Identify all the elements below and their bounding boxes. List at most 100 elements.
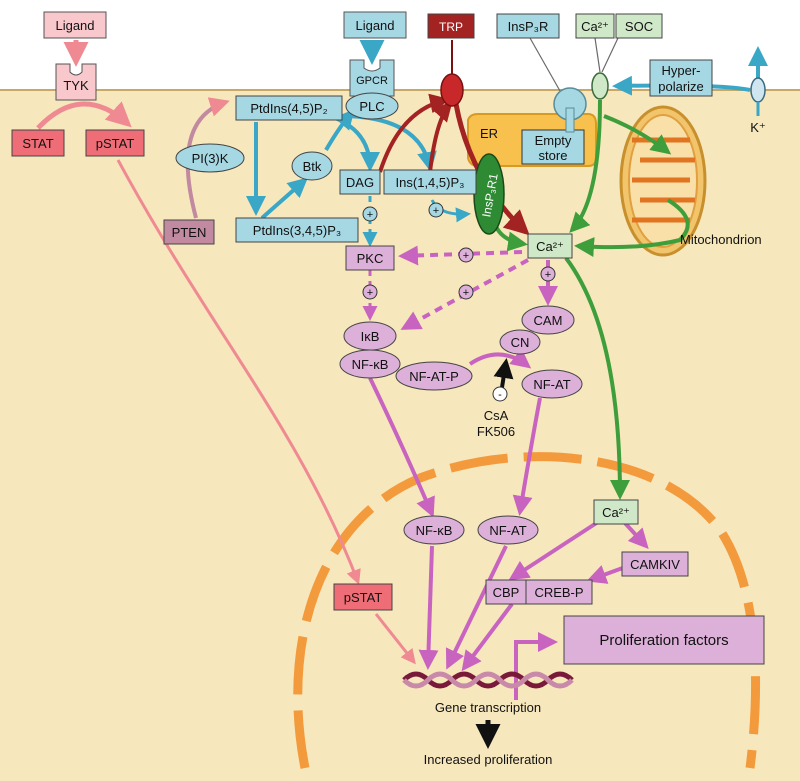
k-ion-label: K⁺ xyxy=(750,120,766,135)
pten-label: PTEN xyxy=(172,225,207,240)
pstat-nuc-node xyxy=(333,583,393,611)
pi3k-label: PI(3)K xyxy=(192,151,229,166)
creb-node xyxy=(525,579,593,605)
pi45p2-label: PtdIns(4,5)P₂ xyxy=(250,101,327,116)
stat-label: STAT xyxy=(22,136,53,151)
pi345p3-label: PtdIns(3,4,5)P₃ xyxy=(253,223,341,238)
camkiv-label: CAMKIV xyxy=(630,557,680,572)
arrow-ca-camkiv xyxy=(622,520,649,549)
pi345p3-node xyxy=(235,217,359,243)
insp3r-node xyxy=(496,13,560,39)
hyperpolarize-line2: polarize xyxy=(658,79,704,94)
pstat-label: pSTAT xyxy=(96,136,135,151)
nfatp-label: NF-AT-P xyxy=(409,369,459,384)
ca-nuc-label: Ca²⁺ xyxy=(602,505,630,520)
ligand-left-node xyxy=(43,11,107,39)
pstat-nuc-label: pSTAT xyxy=(344,590,383,605)
ca-cytosol-label: Ca²⁺ xyxy=(536,239,564,254)
gene-transcription-label: Gene transcription xyxy=(435,700,541,715)
er-label: ER xyxy=(480,126,498,141)
empty-store-line1: Empty xyxy=(535,133,572,148)
pstat-node xyxy=(85,129,145,157)
ikb-label: IκB xyxy=(361,329,380,344)
plc-label: PLC xyxy=(359,99,384,114)
gpcr-receptor xyxy=(349,59,395,97)
trp-label: TRP xyxy=(439,20,463,34)
plc-node xyxy=(345,92,399,120)
nfat-cyto-label: NF-AT xyxy=(533,377,570,392)
pi3k-node xyxy=(175,143,245,173)
insp3r-label: InsP₃R xyxy=(508,19,549,34)
arrow-ip3-insp3r1 xyxy=(430,199,471,223)
pkc-node xyxy=(345,245,395,271)
nfat-nuc-label: NF-AT xyxy=(489,523,526,538)
svg-text:+: + xyxy=(545,269,551,281)
soc-node xyxy=(615,13,663,39)
proliferation-factors-node xyxy=(563,615,765,665)
arrow-nfat-nucleus xyxy=(512,397,542,516)
pi45p2-node xyxy=(235,95,343,121)
arrow-transcription-prolif xyxy=(514,632,558,700)
pten-node xyxy=(163,219,215,245)
svg-text:+: + xyxy=(433,205,439,217)
arrow-nfkb-transcription xyxy=(418,545,439,670)
k-channel xyxy=(750,77,766,116)
ligand-center-label: Ligand xyxy=(355,18,394,33)
arrow-soc-mito xyxy=(603,114,672,155)
dag-node xyxy=(339,169,381,195)
pointer-soc xyxy=(601,37,619,73)
empty-store-box xyxy=(521,129,585,165)
tyk-label: TYK xyxy=(63,78,89,93)
ligand-left-label: Ligand xyxy=(55,18,94,33)
ip3-label: Ins(1,4,5)P₃ xyxy=(396,175,465,190)
tyk-receptor xyxy=(55,63,97,101)
pkc-label: PKC xyxy=(357,251,384,266)
trp-node xyxy=(427,13,475,39)
gpcr-label: GPCR xyxy=(356,75,388,87)
svg-text:+: + xyxy=(367,287,373,299)
nfkb-nuc-node xyxy=(403,515,465,545)
plus-dag-pkc: + xyxy=(362,206,378,222)
csa-label: CsA xyxy=(484,408,509,423)
dna-helix xyxy=(402,671,574,689)
inhibit-marker: - xyxy=(492,386,508,402)
pointer-insp3r xyxy=(529,37,565,99)
btk-node xyxy=(291,151,333,181)
soc-channel xyxy=(591,72,609,100)
svg-text:+: + xyxy=(463,287,469,299)
hyperpolarize-line1: Hyper- xyxy=(661,63,700,78)
pointer-ca-ext xyxy=(594,37,601,73)
nfatp-node xyxy=(395,361,473,391)
arrow-cbp-transcription xyxy=(461,602,514,672)
mitochondrion-label: Mitochondrion xyxy=(680,232,762,247)
ligand-center-node xyxy=(343,11,407,39)
arrow-pi345p3-btk xyxy=(260,177,308,220)
cam-node xyxy=(521,305,575,335)
svg-text:+: + xyxy=(463,250,469,262)
cam-label: CAM xyxy=(534,313,563,328)
plus-ip3-insp3r1: + xyxy=(428,202,444,218)
arrow-nfatp-nfat xyxy=(468,348,532,369)
arrow-soc-ca xyxy=(569,99,602,233)
ca-nuc-node xyxy=(593,499,639,525)
ca-ext-label: Ca²⁺ xyxy=(581,19,609,34)
mitochondrion xyxy=(619,105,707,257)
arrow-pten-pi45p2 xyxy=(185,97,230,219)
camkiv-node xyxy=(621,551,689,577)
dag-label: DAG xyxy=(346,175,374,190)
arrow-ca-nucleus xyxy=(564,256,630,500)
svg-text:-: - xyxy=(498,389,502,401)
plus-pkc-ikb: + xyxy=(362,284,378,300)
stat-node xyxy=(11,129,65,157)
arrow-pstat-transcription xyxy=(374,613,416,665)
nfat-nuc-node xyxy=(477,515,539,545)
svg-text:+: + xyxy=(367,209,373,221)
arrow-pstat-nucleus xyxy=(116,159,361,585)
plus-ca-ikb: + xyxy=(458,284,474,300)
btk-label: Btk xyxy=(303,159,322,174)
outcome-label: Increased proliferation xyxy=(424,752,553,767)
ca-cytosol-node xyxy=(527,233,573,259)
arrow-nfat-transcription xyxy=(445,545,508,670)
